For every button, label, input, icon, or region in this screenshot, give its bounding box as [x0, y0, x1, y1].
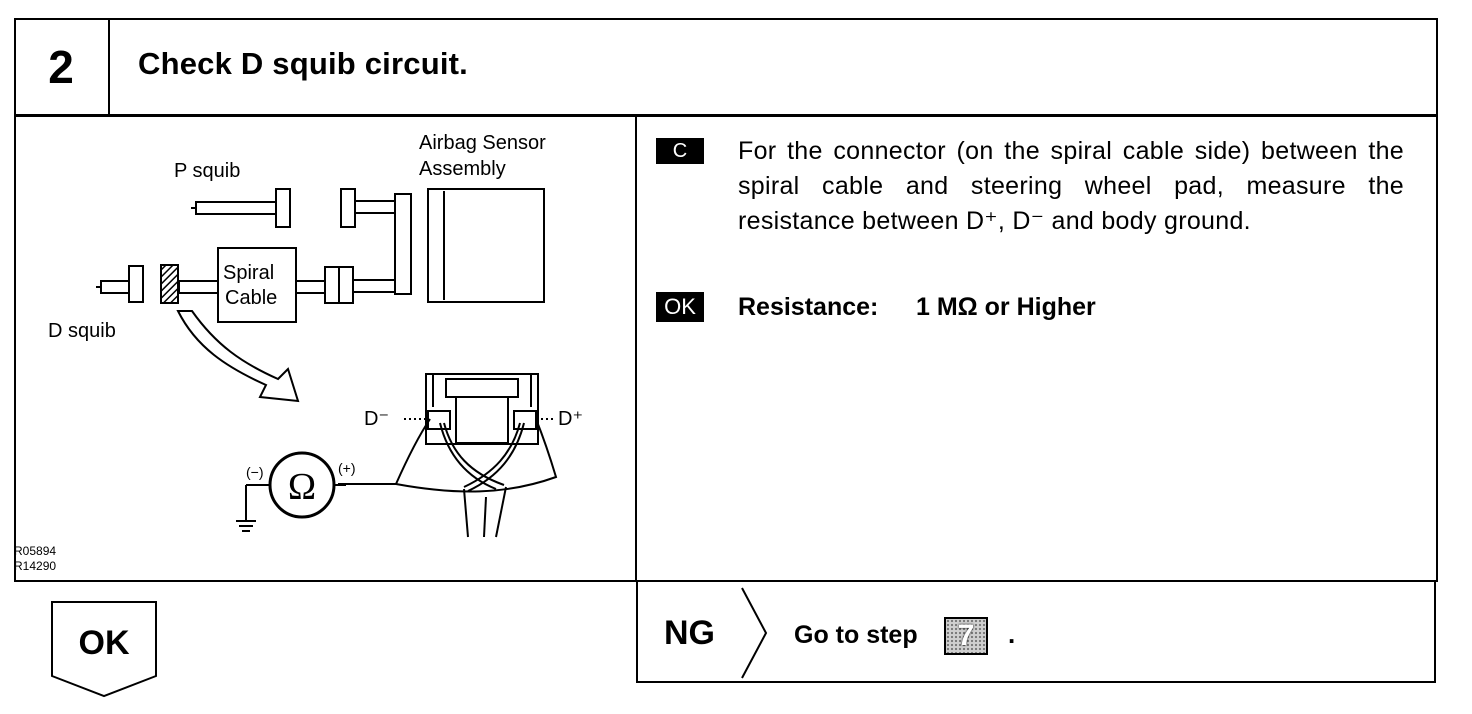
spiral-to-sensor-wire — [352, 279, 396, 293]
p-squib-socket — [340, 188, 356, 228]
d-squib-label: D squib — [48, 320, 116, 342]
spiral-to-d-wire — [178, 280, 219, 294]
airbag-sensor-label: Airbag Sensor — [419, 132, 546, 154]
goto-period: . — [1008, 619, 1016, 649]
column-divider — [635, 115, 637, 582]
figure-code: R05894 — [14, 544, 57, 558]
cable-label: Cable — [225, 287, 277, 309]
ohm-symbol: Ω — [288, 466, 316, 508]
meter-plus-label: (+) — [338, 460, 356, 476]
detail-arrow — [176, 310, 300, 403]
spiral-label: Spiral — [223, 262, 274, 284]
spiral-cable-box — [217, 247, 297, 323]
connector-detail — [338, 373, 558, 538]
assembly-label: Assembly — [419, 158, 506, 180]
d-squib-plug — [100, 280, 130, 294]
d-plus-label: D⁺ — [558, 408, 583, 430]
step-number: 2 — [14, 18, 110, 116]
condition-badge: C — [656, 138, 704, 164]
spec-value: 1 MΩ or Higher — [916, 293, 1096, 321]
spiral-out-wire — [295, 280, 326, 294]
circuit-diagram: Ω Airbag Sensor Assembly P squib D squib… — [48, 132, 583, 538]
ng-result-box — [636, 582, 1436, 683]
sensor-harness — [394, 193, 412, 295]
p-squib-label: P squib — [174, 160, 240, 182]
spec-label: Resistance: — [738, 293, 879, 321]
spiral-connector-a — [324, 266, 340, 304]
d-squib-connector — [128, 265, 144, 303]
airbag-sensor-assembly — [427, 188, 545, 303]
goto-step-text: Go to step — [794, 621, 918, 649]
ok-result-label: OK — [78, 624, 130, 662]
p-squib-connector — [275, 188, 291, 228]
goto-step-number[interactable]: 7 — [944, 617, 988, 655]
meter-minus-label: (−) — [246, 464, 264, 480]
p-squib-wire — [354, 200, 396, 214]
step-body — [14, 115, 1438, 582]
p-squib-plug — [195, 201, 277, 215]
ng-label: NG — [664, 614, 715, 652]
chevron-right-icon — [741, 587, 768, 679]
d-minus-label: D⁻ — [364, 408, 389, 430]
spiral-connector-b — [338, 266, 354, 304]
ok-down-arrow — [51, 601, 157, 698]
figure-code: R14290 — [14, 559, 57, 573]
ok-badge: OK — [656, 292, 704, 322]
spiral-side-connector — [160, 264, 179, 304]
ground-wiring — [236, 484, 346, 532]
instruction-text: For the connector (on the spiral cable s… — [738, 137, 1404, 235]
step-title: Check D squib circuit. — [138, 46, 468, 81]
